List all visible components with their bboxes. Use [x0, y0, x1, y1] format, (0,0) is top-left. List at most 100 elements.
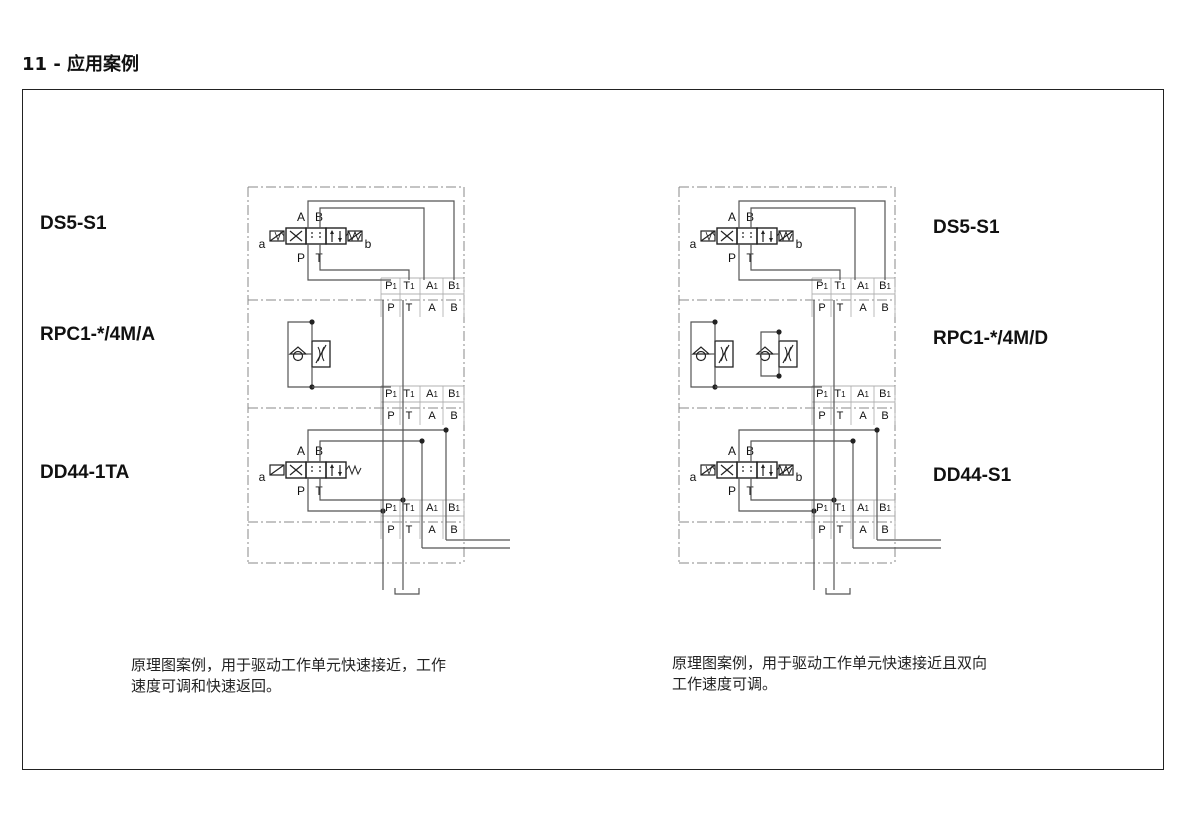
right-caption-line2: 工作速度可调。	[672, 675, 778, 693]
valve-box	[736, 227, 758, 245]
left-label-dd44: DD44-1TA	[40, 462, 130, 483]
pipe-line	[307, 244, 391, 281]
port-label: B	[450, 410, 457, 422]
valve-box	[736, 461, 758, 479]
arrow-head-icon	[769, 238, 773, 242]
valve-label-P: P	[297, 484, 305, 498]
pipe-line	[738, 200, 886, 280]
solenoid-label-a: a	[259, 237, 266, 251]
page-title: 11 - 应用案例	[22, 54, 140, 75]
arrow-head-icon	[761, 464, 765, 468]
valve-arrow	[720, 464, 734, 476]
check-valve-seat	[288, 346, 308, 355]
solenoid-symbol	[778, 464, 794, 476]
valve-arrow	[720, 230, 734, 242]
junction-dot	[309, 319, 315, 325]
solenoid-label-a: a	[690, 470, 697, 484]
port-label: P	[818, 524, 825, 536]
check-valve-ball	[759, 350, 771, 362]
arrow-head-icon	[330, 464, 334, 468]
port-label: B	[881, 302, 888, 314]
port-label: A1	[857, 502, 869, 514]
valve-box	[756, 461, 778, 479]
right-caption: 原理图案例，用于驱动工作单元快速接近且双向 工作速度可调。	[672, 653, 987, 695]
valve-arrow	[289, 230, 303, 242]
right-label-rpc1: RPC1-*/4M/D	[933, 328, 1049, 349]
adjust-arrow	[782, 344, 794, 364]
valve-label-T: T	[746, 484, 754, 498]
solenoid-b	[347, 230, 363, 242]
throttle-symbol	[317, 346, 325, 362]
valve-label-B: B	[746, 444, 754, 458]
valve-label-P: P	[728, 484, 736, 498]
left-caption: 原理图案例，用于驱动工作单元快速接近，工作 速度可调和快速返回。	[131, 655, 446, 697]
solenoid-label-b: b	[365, 237, 372, 251]
pipe-line	[319, 244, 410, 280]
spring-icon	[345, 464, 362, 476]
valve-label-A: A	[297, 444, 305, 458]
check-valve-ball	[292, 350, 304, 362]
valve-label-P: P	[728, 251, 736, 265]
diagram-frame	[22, 89, 1164, 770]
solenoid-label-b: b	[796, 470, 803, 484]
valve-box	[305, 461, 327, 479]
solenoid-b	[778, 464, 794, 476]
port-label: P1	[385, 280, 397, 292]
port-label: P1	[816, 502, 828, 514]
port-label: T	[837, 524, 844, 536]
port-label: A1	[426, 388, 438, 400]
solenoid-symbol	[700, 230, 716, 242]
throttle-symbol	[784, 346, 792, 362]
solenoid-label-b: b	[796, 237, 803, 251]
solenoid-symbol	[700, 464, 716, 476]
solenoid-symbol	[778, 230, 794, 242]
left-label-rpc1: RPC1-*/4M/A	[40, 324, 156, 345]
spring-icon	[705, 231, 716, 242]
tank-icon	[394, 588, 420, 595]
throttle-symbol	[720, 346, 728, 362]
left-caption-line2: 速度可调和快速返回。	[131, 677, 282, 695]
junction-dot	[419, 438, 425, 444]
spring-icon	[705, 465, 716, 476]
port-label: A	[428, 410, 436, 422]
left-label-ds5: DS5-S1	[40, 213, 107, 234]
check-valve-ball	[695, 350, 707, 362]
right-label-dd44: DD44-S1	[933, 465, 1012, 486]
right-label-ds5: DS5-S1	[933, 217, 1000, 238]
port-label: A1	[857, 388, 869, 400]
solenoid-b	[778, 230, 794, 242]
port-label: A1	[426, 502, 438, 514]
port-label: T1	[403, 280, 415, 292]
port-label: A1	[857, 280, 869, 292]
right-caption-line1: 原理图案例，用于驱动工作单元快速接近且双向	[672, 654, 988, 672]
arrow-head-icon	[761, 230, 765, 234]
port-label: B	[450, 524, 457, 536]
port-label: T1	[834, 388, 846, 400]
junction-dot	[850, 438, 856, 444]
pipe-line	[287, 321, 313, 388]
pipe-line	[307, 429, 447, 540]
adjust-arrow	[718, 344, 730, 364]
pipe-line	[738, 429, 878, 540]
port-label: T	[406, 410, 413, 422]
solenoid-symbol	[347, 230, 363, 242]
pipe-line	[690, 321, 716, 388]
port-label: T	[837, 410, 844, 422]
port-label: A	[859, 524, 867, 536]
port-label: T	[406, 524, 413, 536]
pipe-line	[307, 200, 455, 280]
port-label: P1	[385, 388, 397, 400]
pipe-line	[319, 440, 423, 548]
port-label: P	[387, 524, 394, 536]
left-caption-line1: 原理图案例，用于驱动工作单元快速接近，工作	[131, 656, 447, 674]
valve-box	[756, 227, 778, 245]
tank-icon	[825, 588, 851, 595]
check-valve-seat	[755, 346, 775, 355]
arrow-head-icon	[338, 238, 342, 242]
port-label: P	[387, 410, 394, 422]
pipe-line	[750, 207, 856, 280]
solenoid-label-a: a	[259, 470, 266, 484]
port-label: P1	[385, 502, 397, 514]
